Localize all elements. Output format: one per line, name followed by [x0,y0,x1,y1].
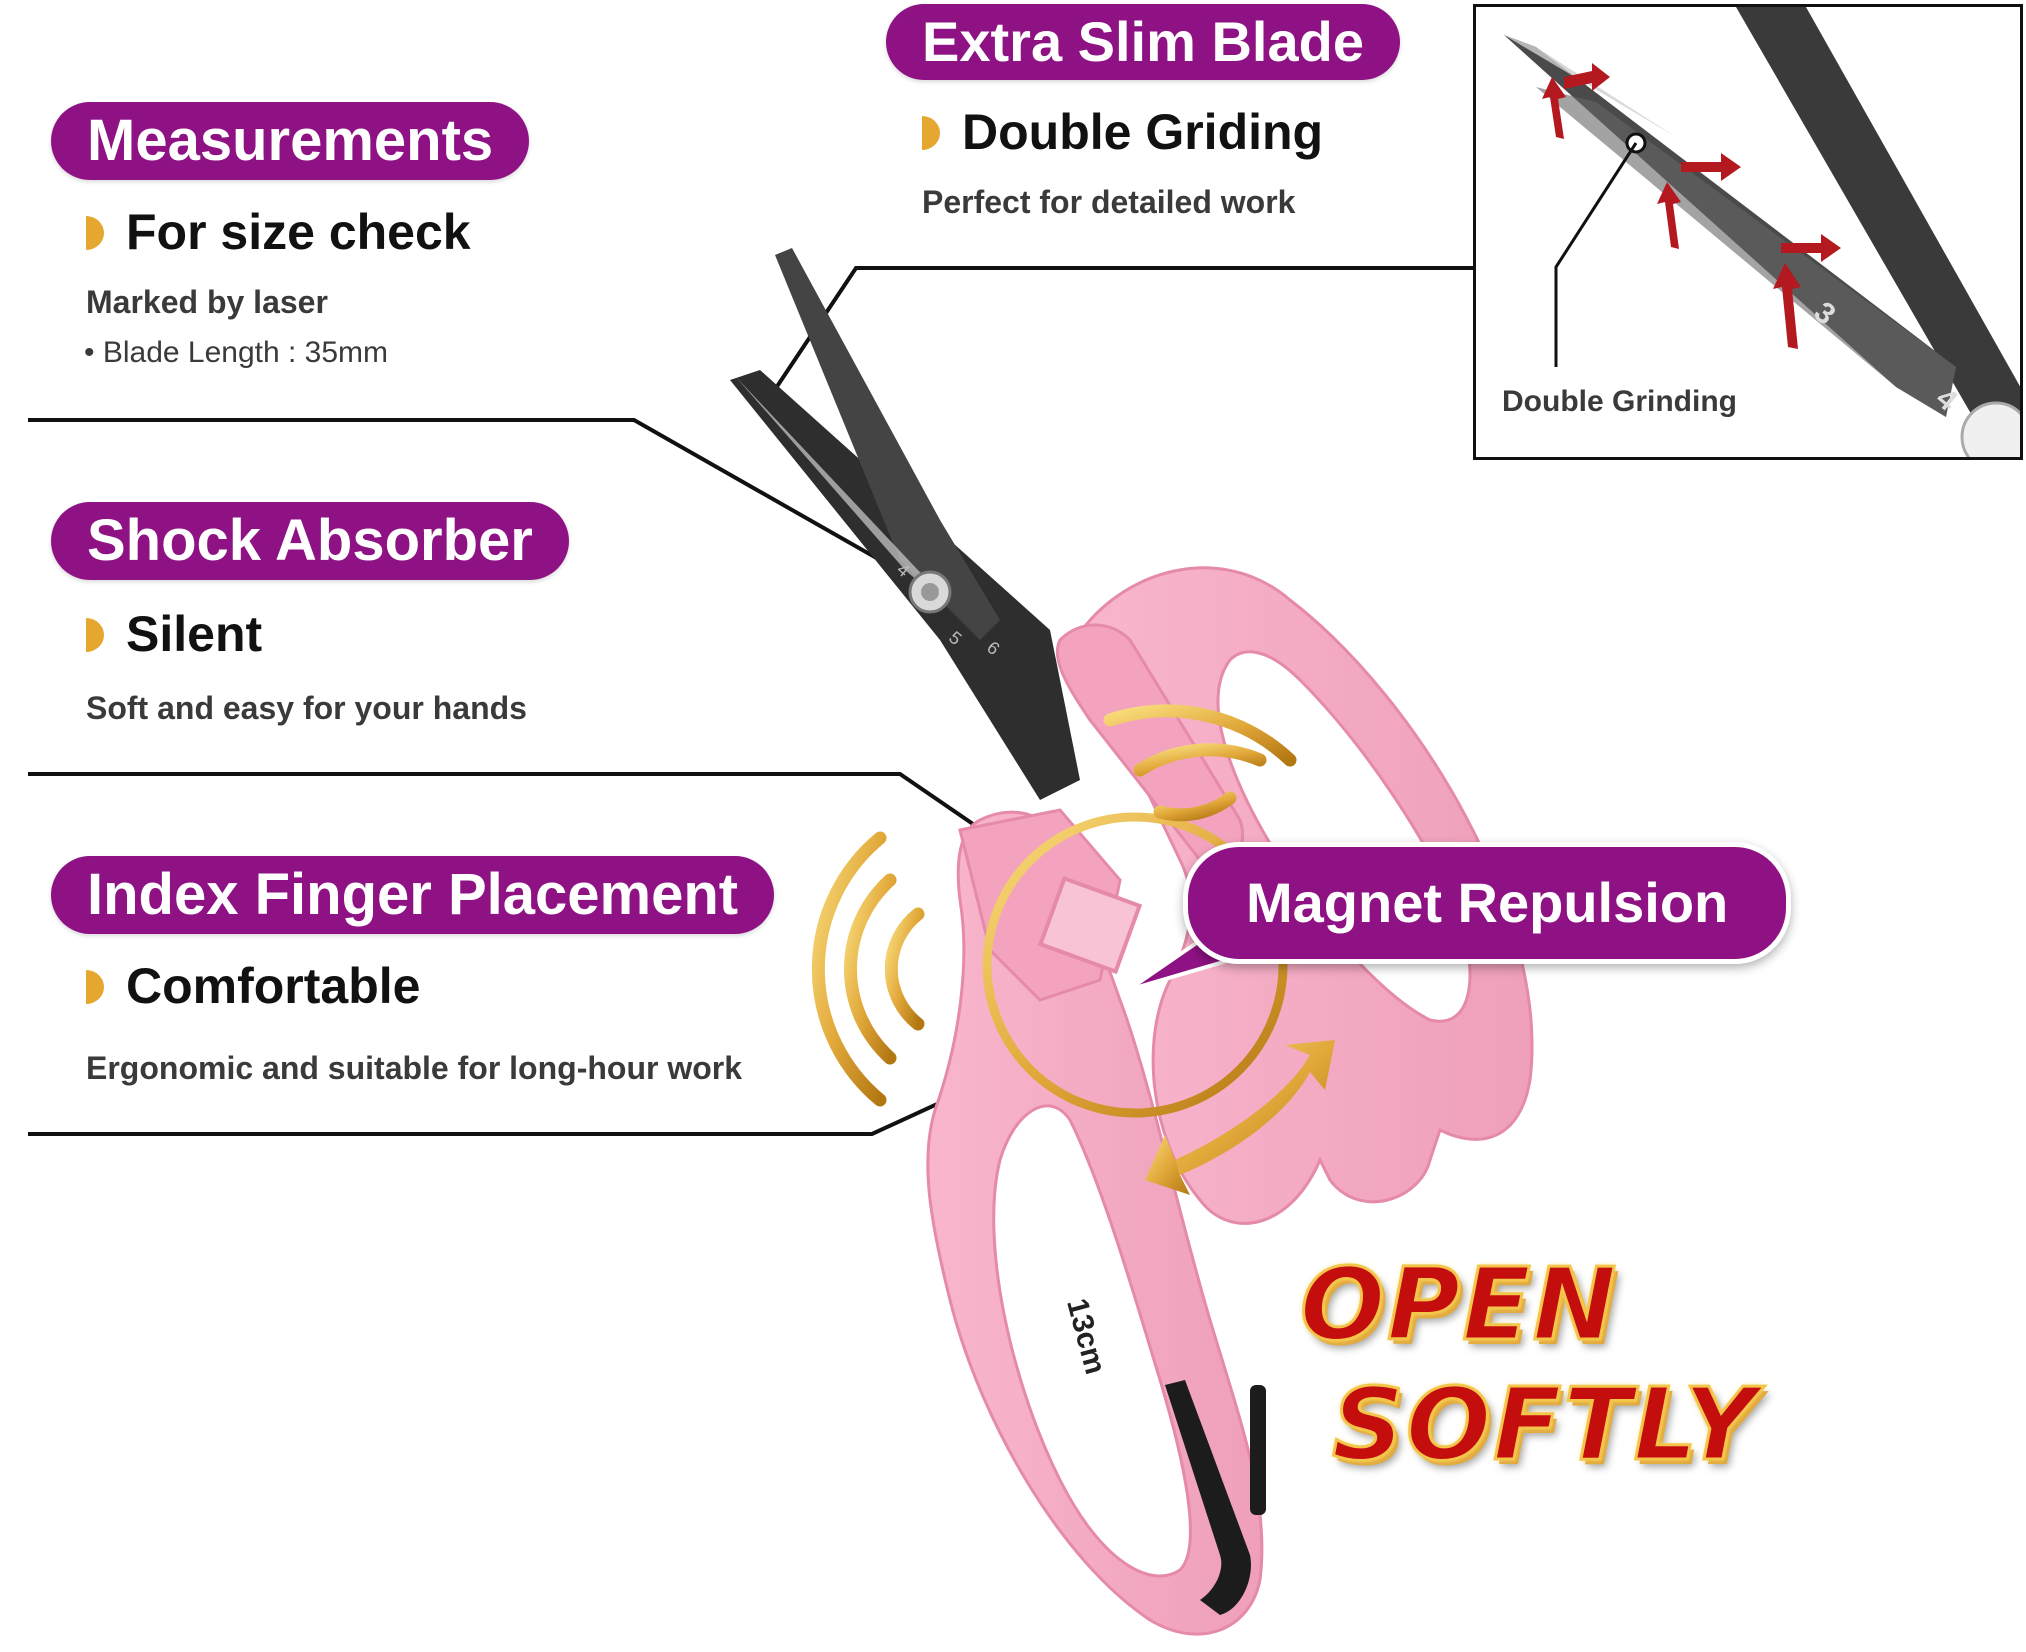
wave-top [1103,704,1297,822]
magnet-repulsion-callout: Magnet Repulsion [1183,842,1792,964]
feature-title-extra-slim-blade: Extra Slim Blade [886,4,1400,80]
leader-line-blade [774,266,1473,390]
half-circle-icon [86,970,104,1004]
feature-subtitle-shock-absorber: Silent [126,606,263,662]
blade-lower [730,370,1080,800]
feature-note-blade-length: • Blade Length : 35mm [84,336,389,369]
slogan-line-1: OPEN [1298,1245,1619,1365]
bumper-top [1250,1385,1266,1515]
feature-desc-blade: Perfect for detailed work [922,184,1296,220]
feature-title-shock-absorber: Shock Absorber [51,502,569,580]
blade-closeup-illustration [1504,7,2020,457]
bumper-bottom [1165,1380,1251,1615]
left-handle [926,810,1264,1636]
feature-desc-index-finger: Ergonomic and suitable for long-hour wor… [86,1050,743,1086]
double-arrow [1145,1040,1335,1195]
magnet-window [1037,875,1143,975]
blade-upper [775,248,1000,640]
wave-left [811,831,925,1107]
double-grinding-inset: 3 4 Double Grinding [1473,4,2023,460]
half-circle-icon [922,116,940,150]
blade-length-text: Blade Length : 35mm [102,336,389,369]
half-circle-icon [86,618,104,652]
leader-line-measurements [28,418,881,562]
slogan-line-2: SOFTLY [1330,1365,1759,1485]
feature-subtitle-index-finger: Comfortable [126,958,421,1014]
feature-title-measurements: Measurements [51,102,530,180]
inset-label: Double Grinding [1502,385,1737,418]
feature-subtitle-blade: Double Griding [962,104,1324,160]
feature-title-index-finger: Index Finger Placement [51,856,775,934]
magnet-ring [982,812,1288,1118]
feature-desc-shock-absorber: Soft and easy for your hands [86,690,527,726]
feature-subtitle-measurements: For size check [126,204,471,260]
blade-edge-highlight [735,376,940,600]
half-circle-icon [86,216,104,250]
feature-desc-measurements: Marked by laser [86,284,328,320]
leader-line-index [28,1080,986,1136]
